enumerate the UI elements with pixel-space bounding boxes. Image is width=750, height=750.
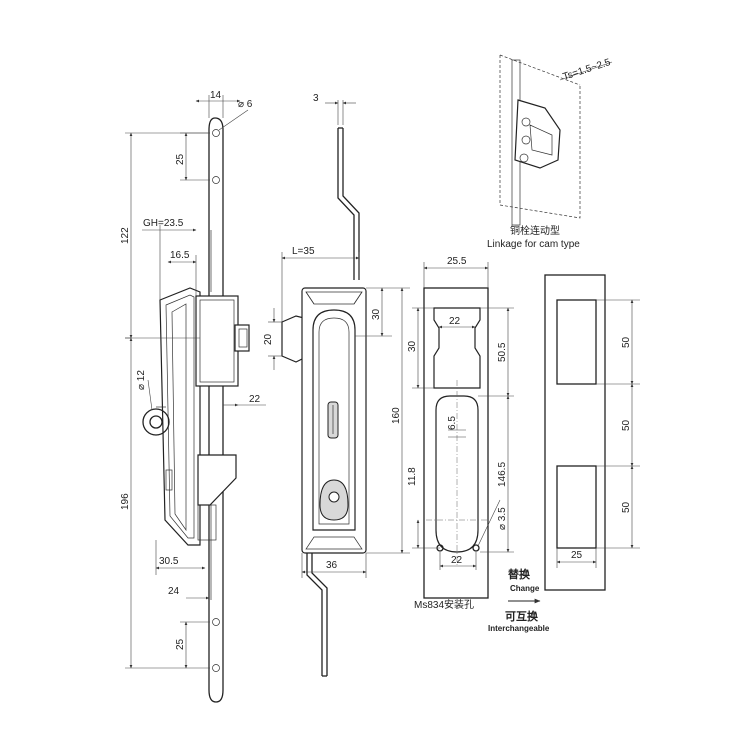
- dim-160: 160: [391, 407, 402, 424]
- dim-30-front: 30: [371, 308, 382, 320]
- caption-change-en: Change: [510, 584, 540, 593]
- cam-linkage-inset: Ts=1.5~2.5 铜栓连动型 Linkage for cam type: [487, 54, 613, 250]
- dim-196: 196: [120, 493, 131, 510]
- dim-22-side: 22: [249, 394, 261, 405]
- front-view: 3 L=35 20 30 160 36: [263, 93, 410, 677]
- dim-25-top: 25: [175, 153, 186, 165]
- dim-ring-12: ⌀ 12: [136, 370, 147, 390]
- caption-interchangeable-cn: 可互换: [505, 609, 539, 623]
- dim-50-a: 50: [621, 336, 632, 348]
- dim-3: 3: [313, 93, 319, 104]
- mounting-cutout: 25.5 22 30 50.5 146.5 6.5 11.8 ⌀ 3.5 22 …: [407, 256, 514, 611]
- dim-ts: Ts=1.5~2.5: [562, 57, 613, 83]
- dim-25-bottom: 25: [175, 638, 186, 650]
- dim-122: 122: [120, 227, 131, 244]
- caption-linkage-en: Linkage for cam type: [487, 239, 580, 250]
- dim-25-5: 25.5: [447, 256, 467, 267]
- caption-linkage-cn: 铜栓连动型: [510, 224, 560, 237]
- dim-36: 36: [326, 560, 338, 571]
- dim-gh: GH=23.5: [143, 218, 184, 229]
- dim-24: 24: [168, 586, 180, 597]
- dim-14: 14: [210, 90, 222, 101]
- side-view: 14 ⌀ 6 25 122 GH=23.5 16.5 ⌀ 12 22 196 3…: [120, 90, 266, 703]
- dim-l-35: L=35: [292, 246, 315, 257]
- dim-hole-6: ⌀ 6: [238, 99, 253, 110]
- dim-11-8: 11.8: [407, 467, 418, 486]
- dim-30-5: 30.5: [159, 556, 179, 567]
- dim-50-b: 50: [621, 419, 632, 431]
- cover-plate: 50 50 50 25: [544, 274, 640, 591]
- dim-25-plate: 25: [571, 550, 583, 561]
- dim-20: 20: [263, 333, 274, 345]
- caption-change-cn: 替换: [508, 567, 531, 581]
- dim-6-5: 6.5: [447, 416, 458, 430]
- caption-ms834: Ms834安装孔: [414, 598, 474, 611]
- dim-50-c: 50: [621, 501, 632, 513]
- interchange-note: 替换 Change 可互换 Interchangeable: [488, 567, 550, 633]
- dim-22-cut: 22: [449, 316, 461, 327]
- caption-interchangeable-en: Interchangeable: [488, 624, 550, 633]
- dim-16-5: 16.5: [170, 250, 190, 261]
- dim-hole-3-5: ⌀ 3.5: [497, 507, 508, 530]
- dim-22-bottom: 22: [451, 555, 463, 566]
- dim-146-5: 146.5: [497, 462, 508, 487]
- dim-50-5: 50.5: [497, 342, 508, 362]
- dim-30-cut: 30: [407, 340, 418, 352]
